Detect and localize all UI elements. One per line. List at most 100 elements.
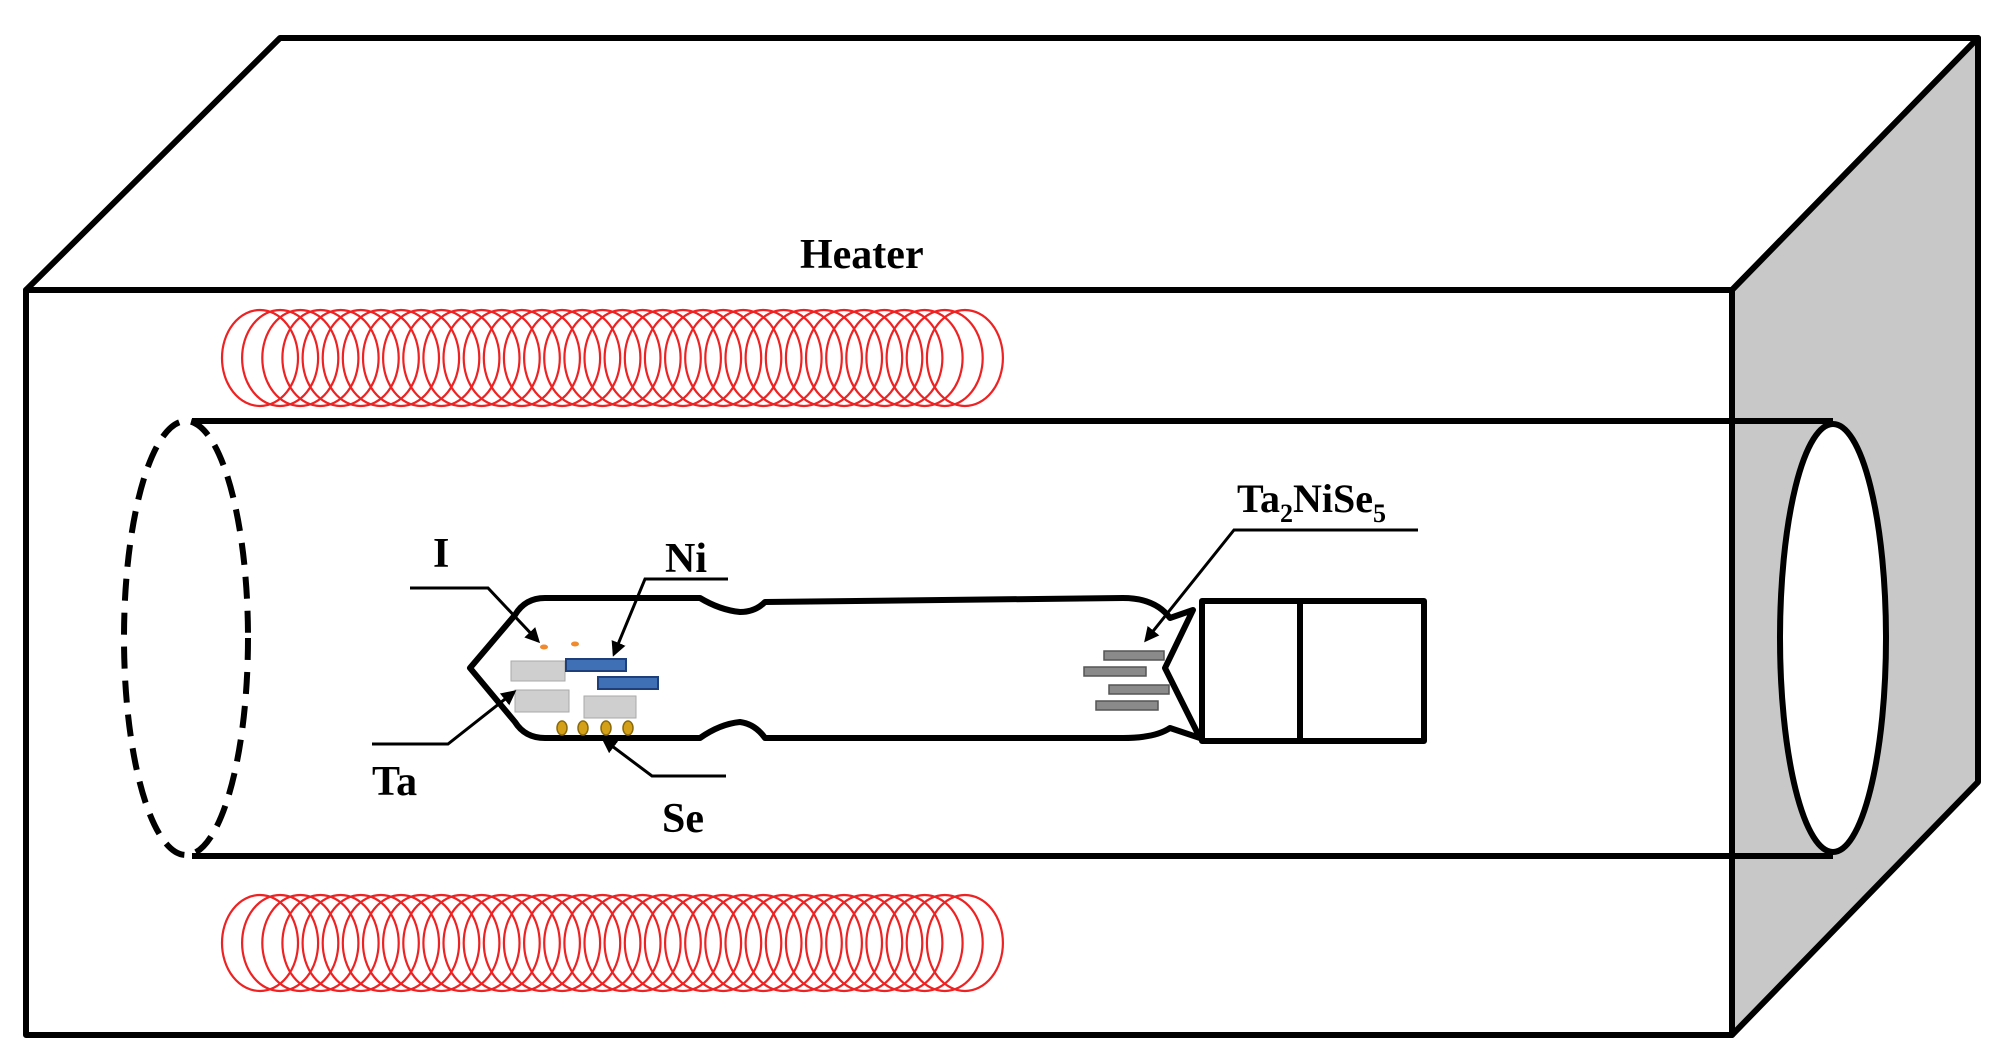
product-sub1: 2 xyxy=(1280,499,1293,528)
coil-loop xyxy=(462,893,541,993)
coil-loop xyxy=(885,308,964,408)
coil-loop xyxy=(905,308,984,408)
coil-loop xyxy=(623,893,702,993)
coil-loop xyxy=(321,893,400,993)
coil-loop xyxy=(865,308,944,408)
coil-loop xyxy=(603,308,682,408)
coil-loop xyxy=(220,308,300,408)
coil-loop xyxy=(442,893,521,993)
iodine-dot xyxy=(540,644,548,650)
coil-loop xyxy=(764,893,843,993)
ampoule-stub xyxy=(1199,598,1427,744)
coil-loop xyxy=(482,893,561,993)
leader-tantalum xyxy=(372,690,517,746)
coil-loop xyxy=(804,308,884,408)
coil-loop xyxy=(241,308,320,408)
coil-loop xyxy=(382,308,461,408)
product-sub2: 5 xyxy=(1373,499,1386,528)
furnace-box xyxy=(23,35,1981,1038)
coil-loop xyxy=(885,893,964,993)
heater-coil-bottom xyxy=(220,893,1005,993)
coil-loop xyxy=(301,893,380,993)
tantalum-piece xyxy=(514,689,570,713)
coil-loop xyxy=(482,308,561,408)
sealed-ampoule xyxy=(467,595,1427,744)
selenium-bead xyxy=(600,720,612,736)
leader-iodine xyxy=(410,586,541,644)
coil-loop xyxy=(623,308,702,408)
coil-loop xyxy=(784,308,864,408)
product-nise: NiSe xyxy=(1293,476,1373,521)
selenium-bead xyxy=(622,720,634,736)
product-ta: Ta xyxy=(1237,476,1280,521)
coil-loop xyxy=(905,893,984,993)
crystal xyxy=(1095,700,1159,711)
coil-loop xyxy=(442,308,521,408)
quartz-tube xyxy=(121,418,1889,859)
coil-loop xyxy=(341,308,420,408)
crystals xyxy=(1083,650,1170,711)
coil-loop xyxy=(825,893,904,993)
selenium-bead xyxy=(556,720,568,736)
coil-loop xyxy=(865,893,944,993)
coil-loop xyxy=(583,893,662,993)
nickel-piece xyxy=(597,676,659,690)
selenium-bead xyxy=(577,720,589,736)
coil-loop xyxy=(603,893,682,993)
coil-loop xyxy=(241,893,320,993)
label-iodine: I xyxy=(433,531,449,577)
coil-loop xyxy=(583,308,662,408)
label-nickel: Ni xyxy=(665,536,707,582)
coil-loop xyxy=(663,308,743,408)
coil-loop xyxy=(522,893,602,993)
coil-loop xyxy=(684,893,763,993)
coil-loop xyxy=(220,893,300,993)
coil-loop xyxy=(704,308,783,408)
label-selenium: Se xyxy=(662,796,704,842)
coil-loop xyxy=(643,308,723,408)
coil-loop xyxy=(402,308,481,408)
coil-loop xyxy=(845,893,924,993)
coil-loop xyxy=(281,308,360,408)
coil-loop xyxy=(321,308,400,408)
coil-loop xyxy=(382,893,461,993)
coil-loop xyxy=(744,893,823,993)
coil-loop xyxy=(522,308,602,408)
coil-loop xyxy=(422,893,501,993)
tube-open-end xyxy=(1777,421,1889,855)
coil-loop xyxy=(422,308,501,408)
leader-product xyxy=(1144,528,1418,643)
coil-loop xyxy=(784,893,864,993)
coil-loop xyxy=(744,308,823,408)
coil-loop xyxy=(301,308,380,408)
nickel-piece xyxy=(565,658,627,672)
leader-lines xyxy=(372,528,1418,778)
coil-loop xyxy=(704,893,783,993)
label-product: Ta2NiSe5 xyxy=(1237,476,1386,528)
heater-coil-top xyxy=(220,308,1005,408)
coil-loop xyxy=(261,893,340,993)
coil-loop xyxy=(925,308,1005,408)
coil-loop xyxy=(684,308,763,408)
leader-selenium xyxy=(601,738,726,778)
selenium-beads xyxy=(556,720,634,736)
coil-loop xyxy=(543,893,622,993)
coil-loop xyxy=(462,308,541,408)
coil-loop xyxy=(502,893,582,993)
ampoule-body xyxy=(467,595,1203,741)
coil-loop xyxy=(925,893,1005,993)
coil-loop xyxy=(563,893,642,993)
coil-loop xyxy=(261,308,340,408)
reactants xyxy=(510,641,659,736)
coil-loop xyxy=(845,308,924,408)
coil-loop xyxy=(643,893,723,993)
crystal xyxy=(1103,650,1165,661)
tube-hidden-end xyxy=(121,418,251,858)
coil-loop xyxy=(724,893,803,993)
coil-loop xyxy=(543,308,622,408)
furnace-top-face xyxy=(23,35,1981,293)
coil-loop xyxy=(361,893,441,993)
iodine-dot xyxy=(571,641,579,647)
label-heater: Heater xyxy=(800,232,924,278)
